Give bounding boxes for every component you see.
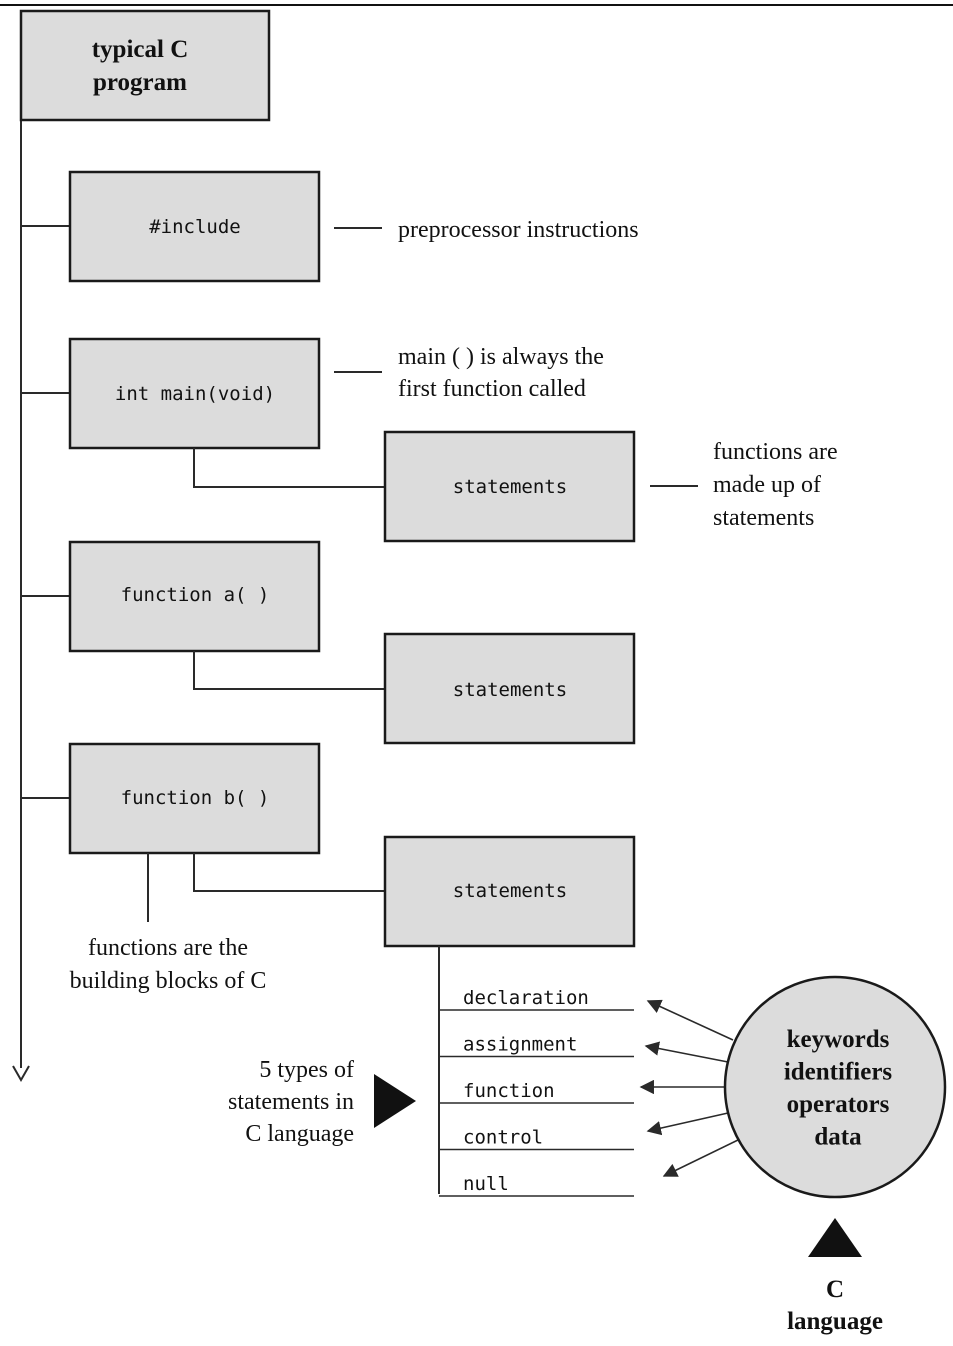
statement-type-label: null	[463, 1173, 509, 1195]
made-of-line2: made up of	[713, 472, 821, 498]
circle-to-statement-arrow	[646, 1112, 729, 1136]
b-statements-label: statements	[453, 880, 567, 902]
building-blocks-line1: functions are the	[88, 935, 248, 961]
func-a-box	[68, 540, 321, 653]
language-circle-word: data	[814, 1124, 862, 1151]
types-pointer-triangle	[374, 1074, 416, 1128]
b-statements-box	[383, 835, 636, 948]
language-circle	[723, 975, 947, 1199]
language-circle-word: identifiers	[784, 1059, 893, 1086]
main-statements-box	[383, 430, 636, 543]
statement-type-label: assignment	[463, 1034, 577, 1056]
circle-to-statement-arrow	[662, 1139, 739, 1177]
a-statements-box	[383, 632, 636, 745]
circle-to-statement-arrow	[644, 1041, 729, 1063]
statement-type-label: function	[463, 1080, 555, 1102]
c-language-line2: language	[787, 1308, 883, 1335]
a-statements-label: statements	[453, 679, 567, 701]
b-statements-connector	[193, 853, 385, 892]
types-line2: statements in	[228, 1089, 354, 1115]
preprocessor-label: preprocessor instructions	[398, 217, 639, 243]
root-box	[19, 9, 271, 122]
a-statements-connector	[193, 651, 385, 690]
types-line1: 5 types of	[259, 1057, 354, 1083]
made-of-line1: functions are	[713, 439, 838, 465]
types-line3: C language	[245, 1121, 354, 1147]
building-blocks-line2: building blocks of C	[70, 968, 267, 994]
language-circle-word: keywords	[787, 1026, 890, 1053]
main-statements-connector	[193, 448, 385, 488]
language-circle-word: operators	[787, 1091, 890, 1118]
func-a-label: function a( )	[121, 584, 270, 606]
circle-to-statement-arrow	[646, 999, 734, 1041]
statement-types-list: declaration assignment function control null	[439, 987, 634, 1197]
main-first-line2: first function called	[398, 376, 586, 402]
c-language-line1: C	[826, 1276, 844, 1303]
func-b-box	[68, 742, 321, 855]
main-statements-label: statements	[453, 476, 567, 498]
include-box	[68, 170, 321, 283]
language-circle-text: keywords identifiers operators data	[784, 1026, 893, 1151]
main-label: int main(void)	[115, 383, 275, 405]
root-title-line2: program	[93, 69, 187, 96]
spine-arrowhead	[12, 1065, 30, 1083]
func-b-label: function b( )	[121, 787, 270, 809]
main-first-line1: main ( ) is always the	[398, 344, 604, 370]
include-label: #include	[149, 216, 241, 238]
root-title-line1: typical C	[92, 36, 189, 63]
c-language-triangle	[808, 1218, 862, 1257]
circle-arrows	[639, 999, 739, 1177]
statement-type-label: declaration	[463, 987, 589, 1009]
made-of-line3: statements	[713, 505, 814, 531]
statement-type-label: control	[463, 1127, 543, 1149]
